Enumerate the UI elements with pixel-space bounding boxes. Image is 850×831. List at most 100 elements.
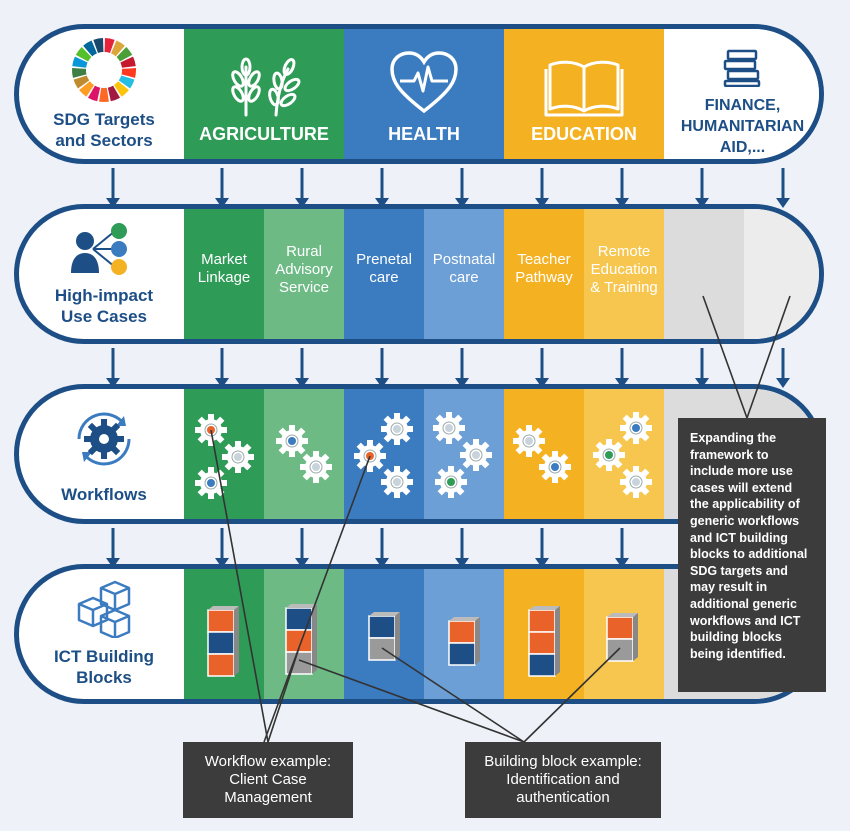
use-case-prenatal-care-2: care xyxy=(369,269,399,286)
connector-arrow-head xyxy=(295,198,309,208)
sdg-wheel-segment xyxy=(113,81,129,97)
use-case-placeholder-1 xyxy=(664,209,744,339)
gear-tooth xyxy=(235,441,241,448)
building-block-stack xyxy=(606,613,638,662)
sdg-wheel-segment xyxy=(79,81,95,97)
workflow-example-line1: Workflow example: xyxy=(204,753,332,770)
sdg-wheel-segment xyxy=(72,56,88,68)
workflow-gear xyxy=(195,467,227,499)
gear-ring xyxy=(204,476,218,490)
workflow-gear xyxy=(222,441,254,473)
sector-finance-label: FINANCE, HUMANITARIAN AID,... xyxy=(664,95,819,158)
gear-ring xyxy=(602,448,616,462)
workflow-gear xyxy=(539,451,571,483)
sdg-wheel-segment xyxy=(120,56,136,68)
gear-tooth xyxy=(87,422,98,433)
gear-tooth xyxy=(446,437,452,444)
connector-arrow-head xyxy=(295,558,309,568)
connector-arrow-head xyxy=(615,198,629,208)
coins-stack-icon xyxy=(723,49,761,87)
gear-ring xyxy=(522,434,536,448)
gear-tooth xyxy=(606,439,612,446)
gear-ring xyxy=(285,434,299,448)
building-block-stack xyxy=(207,606,239,677)
use-case-prenatal-care-1: Prenetal xyxy=(356,251,412,268)
gear-tooth xyxy=(526,450,532,457)
gear-ring xyxy=(442,421,456,435)
book-icon xyxy=(544,60,624,117)
row-use-cases-label: High-impact Use Cases xyxy=(19,209,189,339)
gear-tooth xyxy=(235,466,241,473)
gear-hub xyxy=(312,463,320,471)
connector-arrow-head xyxy=(615,558,629,568)
building-block-side xyxy=(234,606,239,676)
sdg-wheel-segment xyxy=(99,87,109,102)
gear-tooth xyxy=(446,412,452,419)
gear-tooth xyxy=(394,438,400,445)
building-block-stack xyxy=(285,604,317,675)
gear-hub xyxy=(393,425,401,433)
building-block-stack xyxy=(448,617,480,666)
building-block xyxy=(606,616,634,640)
gear-ring xyxy=(469,448,483,462)
connector-arrow-head xyxy=(106,378,120,388)
gear-tooth xyxy=(208,467,214,474)
gear-tooth xyxy=(208,492,214,499)
sector-agriculture: AGRICULTURE xyxy=(184,29,344,159)
pointer-line xyxy=(381,647,525,743)
row-use-cases-title-1: High-impact xyxy=(54,286,154,305)
gear-tooth xyxy=(394,491,400,498)
sector-health-label: HEALTH xyxy=(388,124,460,144)
gear-tooth xyxy=(633,412,639,419)
gear-ring xyxy=(309,460,323,474)
workflow-example-line2: Client Case xyxy=(229,771,307,788)
building-block-top xyxy=(286,604,317,608)
gear-tooth xyxy=(473,464,479,471)
connector-arrow-head xyxy=(776,198,790,208)
sdg-wheel-segment xyxy=(107,85,121,102)
workflow-example-box: Workflow example: Client Case Management xyxy=(183,742,353,818)
use-case-postnatal-care-1: Postnatal xyxy=(432,251,496,268)
gear-tooth xyxy=(110,444,121,455)
gear-ring xyxy=(548,460,562,474)
gear-ring xyxy=(629,421,643,435)
sector-finance-label-1: FINANCE, xyxy=(704,97,781,114)
workflow-gear xyxy=(300,451,332,483)
building-block xyxy=(528,609,556,633)
sdg-wheel-segment xyxy=(73,75,90,89)
gear-ring xyxy=(444,475,458,489)
row-use-cases: High-impact Use Cases Market Linkage Rur… xyxy=(14,204,824,344)
sector-agriculture-label: AGRICULTURE xyxy=(199,124,329,144)
gear-tooth xyxy=(448,491,454,498)
workflow-gear xyxy=(354,440,386,472)
gear-tooth xyxy=(633,491,639,498)
pointer-line xyxy=(746,295,791,419)
pointer-line xyxy=(263,455,371,743)
row-sectors-title-2: and Sectors xyxy=(55,131,153,150)
row-sectors: SDG Targets and Sectors AGR xyxy=(14,24,824,164)
gear-tooth xyxy=(208,439,214,446)
gear-tooth xyxy=(110,422,121,433)
cubes-icon xyxy=(77,580,131,638)
workflow-gear xyxy=(381,413,413,445)
gear-tooth xyxy=(552,476,558,483)
wheat-icon xyxy=(231,57,301,117)
gear-tooth xyxy=(552,451,558,458)
gear-ring xyxy=(629,475,643,489)
connector-arrow-head xyxy=(215,198,229,208)
connector-arrow-head xyxy=(455,558,469,568)
workflow-gear xyxy=(433,412,465,444)
gear-highlight-dot xyxy=(447,478,455,486)
workflow-gear xyxy=(435,466,467,498)
connector-arrow-head xyxy=(375,198,389,208)
gear-tooth xyxy=(526,425,532,432)
building-block xyxy=(285,607,313,631)
workflow-col-5 xyxy=(504,389,584,519)
gear-tooth xyxy=(313,476,319,483)
gear-tooth xyxy=(313,451,319,458)
gear-tooth xyxy=(84,435,92,442)
gear-hub xyxy=(525,437,533,445)
use-case-remote-education-1: Remote xyxy=(597,243,651,260)
use-case-market-linkage-1: Market xyxy=(201,251,247,268)
